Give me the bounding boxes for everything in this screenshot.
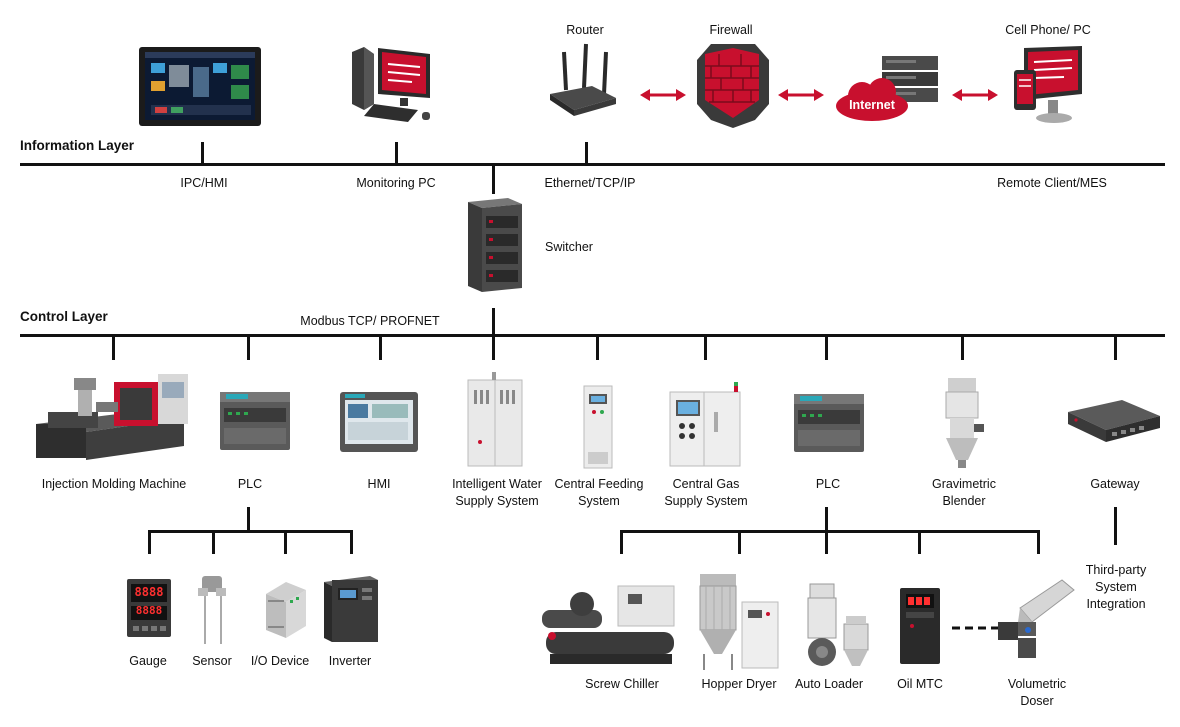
plc1-image: [220, 392, 290, 450]
gravimetric-blender-image: [945, 378, 984, 468]
monitoring-pc-image: [352, 47, 430, 122]
plc2-branch-dryer: [738, 530, 741, 554]
plc2-branch-loader: [825, 530, 828, 554]
gateway-image: [1068, 400, 1160, 442]
hmi-label: HMI: [367, 477, 391, 491]
oil-mtc-image: [900, 588, 940, 664]
gateway-third-party-line: [1114, 507, 1117, 545]
blender-label-1: Gravimetric: [932, 477, 996, 491]
gauge-display-2: 8888: [135, 604, 163, 617]
hmi-image: [340, 392, 418, 452]
third-party-label-3: Integration: [1086, 597, 1146, 611]
monitoring-drop: [395, 142, 398, 164]
central-feeding-image: [583, 385, 613, 469]
doser-label-1: Volumetric: [1007, 677, 1067, 691]
monitoring-label: Monitoring PC: [356, 176, 436, 190]
router-firewall-arrow-icon: [640, 89, 686, 101]
drop-feeding: [596, 336, 599, 360]
inverter-label: Inverter: [328, 654, 372, 668]
remote-label: Remote Client/MES: [997, 176, 1107, 190]
chiller-label: Screw Chiller: [585, 677, 659, 691]
plc1-tree-bar: [148, 530, 353, 533]
plc2-branch-chiller: [620, 530, 623, 554]
firewall-label: Firewall: [709, 23, 753, 37]
volumetric-doser-image: [998, 579, 1075, 658]
gauge-display: 8888: [134, 585, 164, 599]
information-layer-title: Information Layer: [20, 138, 135, 153]
ipc-label: IPC/HMI: [180, 176, 228, 190]
protocol-label: Modbus TCP/ PROFNET: [300, 314, 440, 328]
water-supply-image: [467, 372, 523, 467]
plc1-branch-sensor: [212, 530, 215, 554]
plc1-branch-inverter: [350, 530, 353, 554]
ipc-hmi-image: [139, 47, 261, 126]
plc2-tree-stem: [825, 507, 828, 531]
cellphone-label: Cell Phone/ PC: [1005, 23, 1091, 37]
hopper-dryer-image: [699, 574, 779, 670]
drop-plc1: [247, 336, 250, 360]
drop-blender: [961, 336, 964, 360]
screw-chiller-image: [542, 585, 675, 664]
plc1-tree-stem: [247, 507, 250, 531]
control-layer-title: Control Layer: [20, 309, 108, 324]
gateway-label: Gateway: [1090, 477, 1140, 491]
internet-cloud-icon: [836, 78, 908, 121]
feeding-label-1: Central Feeding: [554, 477, 644, 491]
drop-gas: [704, 336, 707, 360]
sensor-image: [198, 576, 226, 644]
feeding-label-2: System: [578, 494, 620, 508]
injection-label: Injection Molding Machine: [41, 477, 187, 491]
water-label-1: Intelligent Water: [452, 477, 542, 491]
internet-label: Internet: [849, 98, 895, 112]
plc2-branch-doser: [1037, 530, 1040, 554]
router-image: [550, 43, 616, 116]
drop-injection: [112, 336, 115, 360]
water-label-2: Supply System: [455, 494, 539, 508]
gauge-label: Gauge: [129, 654, 167, 668]
firewall-internet-arrow-icon: [778, 89, 824, 101]
plc2-image: [794, 394, 864, 452]
third-party-label-1: Third-party: [1085, 563, 1147, 577]
gas-label-1: Central Gas: [672, 477, 740, 491]
ethernet-label: Ethernet/TCP/IP: [544, 176, 636, 190]
plc1-label: PLC: [237, 477, 263, 491]
third-party-label-2: System: [1095, 580, 1137, 594]
information-bus: [20, 163, 1165, 166]
drop-gateway: [1114, 336, 1117, 360]
inverter-image: [324, 576, 378, 642]
loader-label: Auto Loader: [794, 677, 864, 691]
control-bus: [20, 334, 1165, 337]
io-label: I/O Device: [250, 654, 310, 668]
central-gas-image: [669, 382, 741, 467]
switcher-image: [468, 198, 522, 292]
sensor-label: Sensor: [192, 654, 232, 668]
firewall-icon: [697, 44, 769, 128]
internet-phone-arrow-icon: [952, 89, 998, 101]
router-label: Router: [566, 23, 604, 37]
io-device-image: [266, 582, 306, 638]
drop-water: [492, 336, 495, 360]
drop-plc2: [825, 336, 828, 360]
switch-up-drop: [492, 164, 495, 194]
plc1-branch-io: [284, 530, 287, 554]
plc2-branch-mtc: [918, 530, 921, 554]
doser-label-2: Doser: [1020, 694, 1054, 708]
cellphone-pc-image: [1014, 46, 1082, 123]
gas-label-2: Supply System: [664, 494, 748, 508]
gauge-image: [127, 579, 171, 637]
injection-molding-machine-image: [36, 374, 188, 460]
mtc-label: Oil MTC: [897, 677, 943, 691]
router-drop: [585, 142, 588, 164]
plc1-branch-gauge: [148, 530, 151, 554]
drop-hmi: [379, 336, 382, 360]
blender-label-2: Blender: [942, 494, 986, 508]
ipc-drop: [201, 142, 204, 164]
mtc-doser-dashed-line: [952, 626, 998, 630]
auto-loader-image: [807, 583, 869, 666]
switcher-label: Switcher: [545, 240, 593, 254]
plc2-tree-bar: [620, 530, 1040, 533]
plc2-label: PLC: [815, 477, 841, 491]
switch-down-drop: [492, 308, 495, 336]
dryer-label: Hopper Dryer: [701, 677, 777, 691]
